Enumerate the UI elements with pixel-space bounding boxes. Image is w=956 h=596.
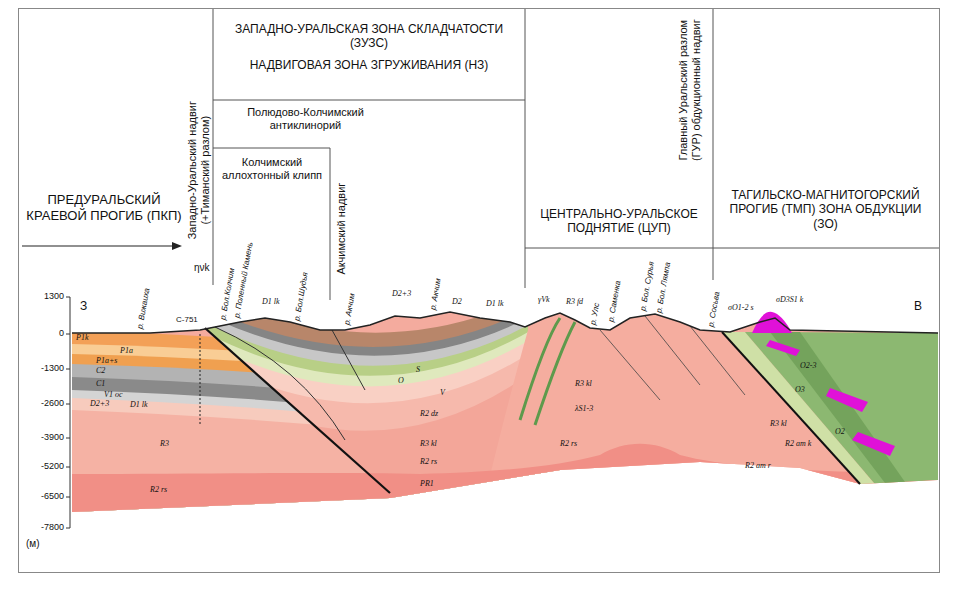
river-name: р. Вижаиха [136,287,152,329]
strata [0,280,956,580]
rock-index: R2 dz [420,410,438,419]
rock-index: D1 lk [486,300,504,309]
river-name: р. Сосьва [707,291,722,328]
faults-and-frame [19,9,940,573]
fault-name: Главный Уральский разлом (ГУР) обдукцион… [677,5,703,175]
depth-tick-label: 1300 [44,292,64,302]
rock-index: R2 rs [420,458,437,467]
rock-index: P1a+s [96,357,117,366]
river-name: р. Бол. Сурья [639,261,656,312]
rock-index: R3 kl [420,440,437,449]
rock-index: C1 [96,380,105,389]
rock-index: R3 fd [566,298,583,307]
rock-index: D2+3 [392,290,411,299]
zone-header: ЦЕНТРАЛЬНО-УРАЛЬСКОЕ ПОДНЯТИЕ (ЦУП) [530,207,708,236]
rock-index: PR1 [420,480,434,489]
rock-index: R2 am k [785,440,811,449]
depth-tick-label: 0 [59,329,64,339]
rock-index: D1 lk [130,401,148,410]
river-name: р. Саменка [607,281,623,324]
rock-index: σD3S1 k [776,296,803,305]
rock-index: σO1-2 s [728,304,754,313]
rock-index: O2 [835,428,845,437]
well-label: С-751 [176,316,198,325]
rock-index: D2+3 [90,400,109,409]
zone-header: Полюдово-Колчимский антиклинорий [218,106,393,132]
river-name: р. Акчим [343,292,357,325]
river-name: р. Акчим [429,278,443,311]
rock-index: V1 ос [104,391,122,400]
unit-label: (м) [26,538,40,549]
rock-index: P1a [120,347,133,356]
rock-index: V [440,389,445,398]
rock-index: D1 lk [262,298,280,307]
depth-tick-label: -2600 [41,399,64,409]
rock-index: R3 kl [575,380,592,389]
rock-index: O3 [795,386,805,395]
rock-index: γVk [538,296,550,305]
rock-index: S [416,366,420,375]
rock-index: R3 kl [770,420,787,429]
zone-header: НАДВИГОВАЯ ЗОНА ЗГРУЖИВАНИЯ (НЗ) [218,58,520,72]
fault-name: Акчимский надвиг [335,173,348,283]
river-name: р. Бол.Шудья [293,272,310,322]
fault-name: Западно-Уральский надвиг (+Тиманский раз… [186,90,212,250]
zone-header: ТАГИЛЬСКО-МАГНИТОГОРСКИЙ ПРОГИБ (ТМП) ЗО… [718,188,933,231]
compass-label: З [80,300,87,313]
rock-index: R2 am r [745,462,771,471]
river-name: р. Бол. Лямпа [655,261,673,313]
zone-header: ЗАПАДНО-УРАЛЬСКАЯ ЗОНА СКЛАДЧАТОСТИ (ЗУЗ… [218,22,520,51]
depth-tick-label: -3900 [41,433,64,443]
rock-index: C2 [96,367,105,376]
rock-index: P1k [76,334,88,343]
depth-tick-label: -1300 [41,364,64,374]
rock-index: R2 rs [560,440,577,449]
rock-index: λS1-3 [575,405,593,414]
depth-tick-label: -6500 [41,492,64,502]
river-name: р. Улс [589,302,602,325]
rock-index: R2 rs [150,486,167,495]
depth-tick-label: -5200 [41,462,64,472]
intrusion-index: ηνk [194,262,210,273]
rock-index: R3 [160,440,169,449]
zone-header: ПРЕДУРАЛЬСКИЙ КРАЕВОЙ ПРОГИБ (ПКП) [24,192,184,223]
rock-index: D2 [452,298,462,307]
rock-index: O [398,377,404,386]
zone-header: Колчимский аллохтонный клипп [216,156,328,182]
river-name: р. Поленный Камень [233,241,255,318]
compass-label: В [914,300,922,313]
depth-tick-label: -7800 [41,523,64,533]
rock-index: O2-3 [800,362,816,371]
